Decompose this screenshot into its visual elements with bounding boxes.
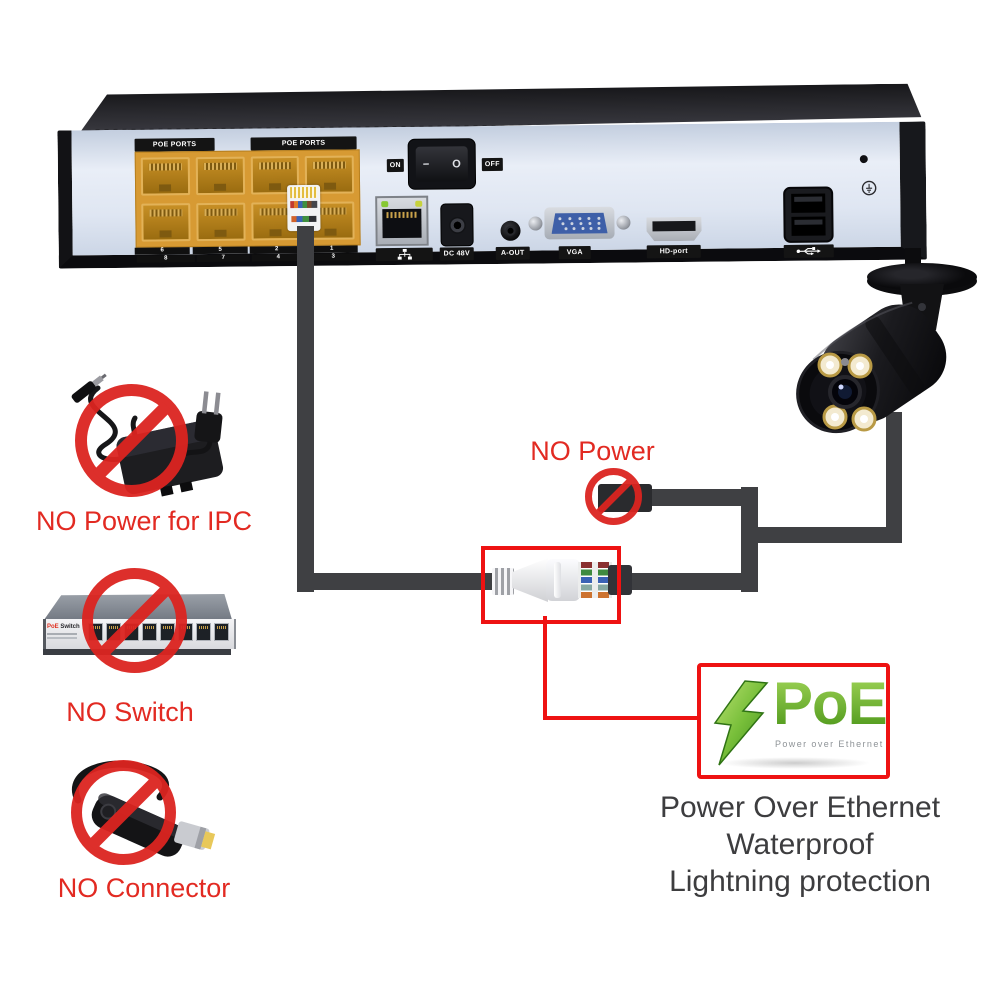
rocker-off-glyph: O bbox=[452, 157, 461, 170]
poe-badge-shadow bbox=[719, 757, 871, 769]
port-number: 3 bbox=[306, 253, 360, 261]
audio-out-jack bbox=[500, 220, 521, 241]
audio-out-label: A-OUT bbox=[495, 246, 530, 260]
rocker-on-glyph: − bbox=[422, 158, 430, 171]
usb-label bbox=[783, 244, 834, 258]
ethernet-cable-from-connector bbox=[622, 573, 758, 590]
connector-rj45 bbox=[174, 821, 216, 850]
poe-port bbox=[141, 203, 191, 242]
poe-ports-label-2: POE PORTS bbox=[250, 136, 357, 151]
no-sign-power-pigtail bbox=[585, 468, 642, 525]
no-power-label: NO Power bbox=[530, 436, 655, 466]
power-on-label: ON bbox=[386, 158, 404, 173]
lan-led-yellow bbox=[415, 200, 423, 207]
ethernet-cable-from-nvr bbox=[297, 226, 314, 592]
usb-slot bbox=[791, 193, 826, 213]
lan-led-green bbox=[381, 201, 389, 208]
lan-port bbox=[375, 195, 429, 247]
camera-lens bbox=[828, 375, 862, 409]
connector-wire-stripes bbox=[578, 562, 612, 598]
lightning-icon bbox=[713, 680, 769, 766]
poe-port bbox=[195, 156, 245, 196]
power-pigtail-cable bbox=[648, 489, 750, 506]
power-switch: − O bbox=[407, 138, 477, 190]
camera-mount bbox=[867, 263, 977, 330]
rj45-wires bbox=[290, 200, 318, 209]
usb-slot bbox=[791, 216, 826, 236]
callout-line-horizontal bbox=[543, 716, 697, 720]
hdmi-label: HD-port bbox=[646, 244, 701, 259]
ground-icon bbox=[861, 180, 877, 196]
ac-plug bbox=[194, 391, 223, 443]
connector-strain-relief bbox=[492, 568, 514, 595]
port-number: 5 bbox=[192, 246, 248, 255]
vga-screw bbox=[528, 216, 543, 231]
feature-list: Power Over Ethernet Waterproof Lightning… bbox=[570, 789, 1000, 900]
camera-cable-horizontal bbox=[744, 527, 902, 543]
vga-port bbox=[528, 206, 631, 241]
feature-poe: Power Over Ethernet bbox=[659, 791, 941, 824]
lan-port-inner bbox=[382, 208, 422, 239]
no-sign-connector bbox=[71, 760, 176, 865]
usb-ports bbox=[783, 186, 834, 243]
vga-screw bbox=[616, 215, 631, 230]
port-number: 8 bbox=[136, 255, 195, 263]
dc-plug bbox=[71, 373, 107, 403]
poe-port bbox=[140, 157, 190, 196]
panel-hole bbox=[859, 155, 868, 164]
rj45-wires bbox=[291, 215, 317, 223]
poe-port bbox=[195, 202, 246, 242]
nvr-rear-panel: POE PORTS POE PORTS 6 5 2 1 8 7 4 3 bbox=[57, 121, 927, 269]
no-switch-label: NO Switch bbox=[66, 697, 194, 727]
connector-highlight-box bbox=[481, 546, 621, 624]
vga-pin-field bbox=[551, 212, 607, 234]
no-sign-switch bbox=[82, 568, 187, 673]
port-number: 6 bbox=[134, 247, 190, 255]
poe-badge-title: PoE bbox=[773, 670, 888, 737]
poe-ports-label-1: POE PORTS bbox=[134, 137, 215, 152]
no-connector-label: NO Connector bbox=[57, 873, 231, 903]
dc-label: DC 48V bbox=[439, 247, 474, 261]
rj45-gold-pins bbox=[290, 186, 318, 199]
switch-brand-text: PoE Switch bbox=[47, 624, 80, 630]
hdmi-port bbox=[646, 217, 701, 242]
dc-power-jack bbox=[440, 203, 474, 247]
callout-line-vertical bbox=[543, 616, 547, 720]
poe-badge: PoE Power over Ethernet bbox=[697, 663, 890, 779]
camera-leds bbox=[817, 352, 877, 432]
camera-cable-vertical bbox=[886, 412, 902, 543]
vga-label: VGA bbox=[558, 245, 591, 260]
lan-label bbox=[375, 247, 433, 262]
no-power-for-ipc-label: NO Power for IPC bbox=[35, 506, 253, 536]
waterproof-connector bbox=[478, 553, 632, 605]
poe-badge-subtitle: Power over Ethernet bbox=[775, 739, 884, 749]
no-sign-power-adapter bbox=[75, 384, 188, 497]
rj45-plug bbox=[287, 184, 321, 232]
power-switch-rocker: − O bbox=[415, 146, 469, 182]
nvr-recorder: POE PORTS POE PORTS 6 5 2 1 8 7 4 3 bbox=[57, 81, 927, 278]
feature-lightning: Lightning protection bbox=[669, 865, 931, 898]
usb-icon bbox=[796, 246, 821, 255]
feature-waterproof: Waterproof bbox=[726, 828, 874, 861]
connector-barrel bbox=[546, 559, 580, 601]
vga-connector bbox=[544, 206, 615, 240]
port-number: 2 bbox=[249, 245, 304, 254]
switch-spec-lines bbox=[47, 633, 77, 635]
poe-port-block bbox=[134, 149, 361, 248]
power-off-label: OFF bbox=[481, 157, 503, 172]
network-icon bbox=[397, 248, 412, 260]
security-camera bbox=[796, 263, 977, 434]
port-number: 7 bbox=[196, 254, 250, 263]
ethernet-cable-to-connector bbox=[297, 573, 494, 590]
